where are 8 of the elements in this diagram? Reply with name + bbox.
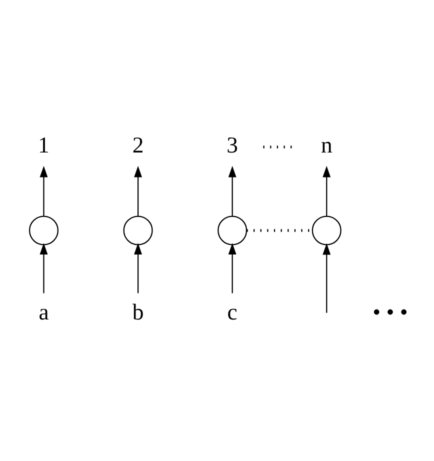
label: • • • [372,300,408,325]
node-text: n [320,132,332,158]
node-text: 3 [226,132,238,158]
node-text: a [38,300,49,325]
node-text: 2 [132,132,144,158]
node-text: b [132,300,144,325]
node-text: 1 [38,132,50,158]
node-text: c [227,300,238,325]
